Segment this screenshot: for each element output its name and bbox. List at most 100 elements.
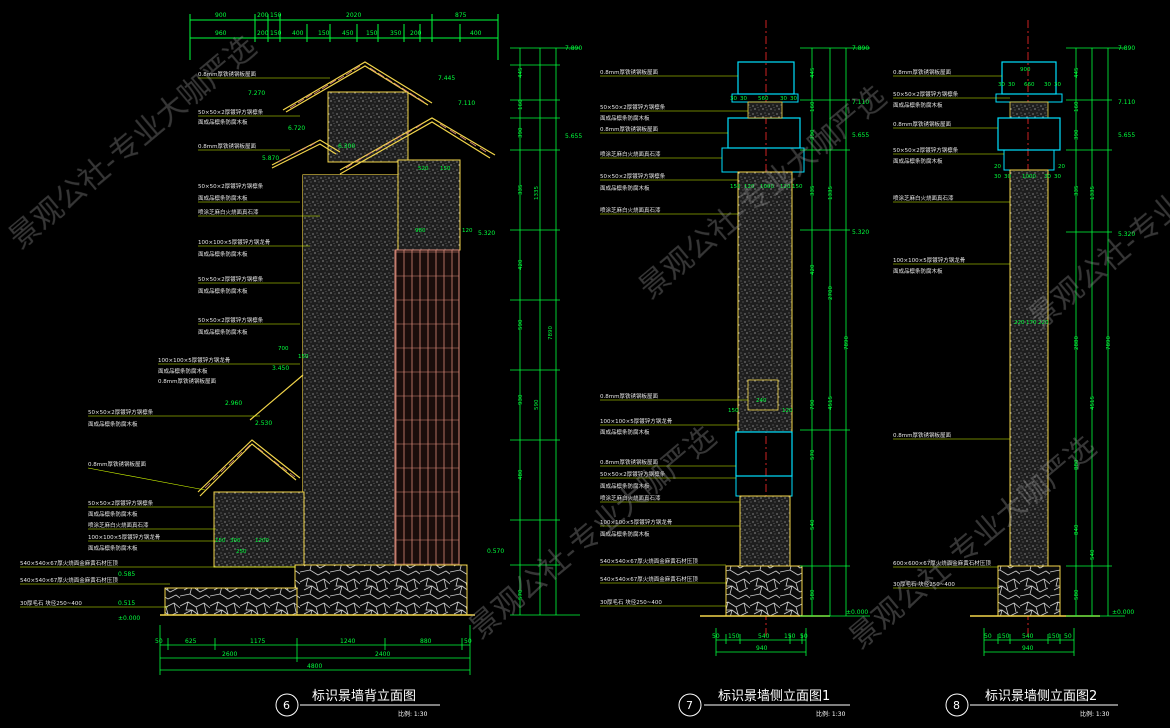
view6-top-dim: 350: [390, 30, 402, 37]
view7-inner-dim: 120: [780, 184, 791, 190]
view6-low-base: [164, 587, 298, 616]
view6-note: 面成品檩条防腐木板: [198, 250, 248, 258]
view7-lower-roof-band: [735, 475, 793, 497]
watermark-text: 景观公社-专业大咖严选: [3, 30, 264, 257]
view6-note: 50×50×2厚镀锌方钢檩条: [198, 316, 264, 324]
view7-lower-roof: [735, 431, 793, 477]
view6-note: 50×50×2厚镀锌方钢檩条: [88, 408, 154, 416]
view6-note: 50×50×2厚镀锌方钢檩条: [198, 182, 264, 190]
view7-note: 喷涂芝麻白火烧面真石漆: [600, 494, 661, 502]
view6-level: 7.110: [458, 100, 475, 107]
view8-right-dim: 390: [1074, 129, 1080, 140]
view8-inner-dim: 30: [1004, 174, 1011, 180]
view6-level: ±0.000: [118, 615, 140, 622]
view6-bottom-dim-total: 4800: [307, 663, 322, 670]
view6-bottom-dim: 2600: [222, 651, 237, 658]
view8-bottom-dim-lines: [983, 628, 1075, 656]
view8-right-dim: 840: [1074, 524, 1080, 535]
view8-level: 7.110: [1118, 99, 1135, 106]
view8-inner-dim: 220: [1038, 320, 1049, 326]
view7-note: 喷涂芝麻白火烧面真石漆: [600, 150, 661, 158]
view8-bottom-dim: 50: [984, 633, 992, 640]
view6-note: 喷涂芝麻白火烧面真石漆: [198, 208, 259, 216]
view7-base: [725, 565, 803, 617]
view8-top-dim: 30: [1008, 82, 1015, 88]
view8-note: 喷涂芝麻白火烧面真石漆: [893, 194, 954, 202]
view6-note: 面成品檩条防腐木板: [198, 194, 248, 202]
view7-bottom-dim: 540: [758, 633, 770, 640]
view7-bottom-dim: 150: [784, 633, 796, 640]
view6-title: 标识景墙背立面图: [312, 689, 416, 704]
view7-inner-dim: 30: [730, 96, 737, 102]
view8-right-dim: 1335: [1090, 186, 1096, 200]
view7-niche: [747, 379, 779, 411]
view8-note: 50×50×2厚镀锌方钢檩条: [893, 146, 959, 154]
watermark-text: 景观公社-专业大咖严选: [843, 430, 1104, 657]
view8-right-dim: 4515: [1090, 396, 1096, 410]
view6-right-dim: 590: [534, 399, 540, 410]
view8-top-dim: 660: [1024, 82, 1035, 88]
view6-top-dim: 875: [455, 12, 467, 19]
view8-leaders: [893, 75, 1010, 589]
view6-rear-elevation: 900 200 150 2020 875 960 200 150 400 150…: [20, 12, 582, 718]
view6-note: 面成品檩条防腐木板: [198, 287, 248, 295]
view7-inner-dim: 120: [744, 184, 755, 190]
view7-note: 50×50×2厚镀锌方钢檩条: [600, 470, 666, 478]
view6-leaders: [20, 77, 330, 608]
view6-right-dim: 390: [518, 127, 524, 138]
view7-note: 面成品檩条防腐木板: [600, 428, 650, 436]
view8-level: 5.655: [1118, 132, 1135, 139]
view6-level: 5.320: [478, 230, 495, 237]
view6-level: 0.515: [118, 600, 135, 607]
view7-inner-dim: 30: [790, 96, 797, 102]
view7-note: 面成品檩条防腐木板: [600, 184, 650, 192]
view7-level: 5.655: [852, 132, 869, 139]
view8-note: 0.8mm厚铁锈钢板屋面: [893, 431, 951, 439]
view7-note: 喷涂芝麻白火烧面真石漆: [600, 206, 661, 214]
view6-level: 5.870: [262, 155, 279, 162]
view6-top-dim: 200: [257, 30, 269, 37]
view6-right-block: [397, 159, 461, 251]
view6-note: 面成品檩条防腐木板: [158, 367, 208, 375]
view8-scale: 比例: 1:30: [1080, 710, 1110, 718]
view8-inner-dim: 30: [1044, 174, 1051, 180]
view8-upper-band: [1003, 149, 1055, 171]
view8-column: [1009, 169, 1049, 567]
view7-inner-dim: 120: [782, 408, 793, 414]
view8-right-dim: 445: [1074, 67, 1080, 78]
view8-level: ±0.000: [1112, 609, 1134, 616]
view7-note: 50×50×2厚镀锌方钢檩条: [600, 103, 666, 111]
view6-inner-dim: 250: [236, 549, 247, 555]
view6-level: 6.300: [338, 143, 355, 150]
view6-note: 540×540×67厚火烧面金麻黄石材压顶: [20, 559, 118, 567]
view8-side-elevation-2: 445 160 390 335 1335 2880 4515 880 840 5…: [893, 20, 1135, 718]
view6-top-dim: 150: [270, 12, 282, 19]
view7-upper-roof: [727, 117, 801, 149]
view6-bottom-dim: 625: [185, 638, 197, 645]
view6-upper-tower: [327, 91, 409, 163]
view6-top-dim: 960: [215, 30, 227, 37]
view6-level: 3.450: [272, 365, 289, 372]
view8-upper-roof: [997, 117, 1061, 151]
view6-right-dims: [510, 47, 580, 616]
view7-bottom-dim: 50: [712, 633, 720, 640]
view6-note: 0.8mm厚铁锈钢板屋面: [88, 460, 146, 468]
watermark-layer: 景观公社-专业大咖严选 景观公社-专业大咖严选 景观公社-专业大咖严选 景观公社…: [3, 30, 1170, 657]
view8-inner-dim: 30: [1054, 174, 1061, 180]
view7-inner-dim: 150: [730, 184, 741, 190]
view6-note: 50×50×2厚镀锌方钢檩条: [88, 499, 154, 507]
view8-right-dim: 540: [1090, 549, 1096, 560]
view8-top-dim: 30: [998, 82, 1005, 88]
view6-top-dim: 150: [270, 30, 282, 37]
view8-note: 100×100×5厚镀锌方钢龙骨: [893, 256, 966, 264]
view8-number-circle: [945, 693, 969, 717]
view7-note: 100×100×5厚镀锌方钢龙骨: [600, 518, 673, 526]
view8-inner-dim: 220: [1014, 320, 1025, 326]
view6-inner-dim: 1200: [255, 538, 269, 544]
view7-title: 标识景墙侧立面图1: [718, 689, 830, 704]
view6-bottom-dim: 2400: [375, 651, 390, 658]
view6-note: 100×100×5厚镀锌方钢龙骨: [198, 238, 271, 246]
view8-bottom-dim: 540: [1022, 633, 1034, 640]
view8-bottom-dim: 150: [998, 633, 1010, 640]
view6-level: 7.890: [565, 45, 582, 52]
